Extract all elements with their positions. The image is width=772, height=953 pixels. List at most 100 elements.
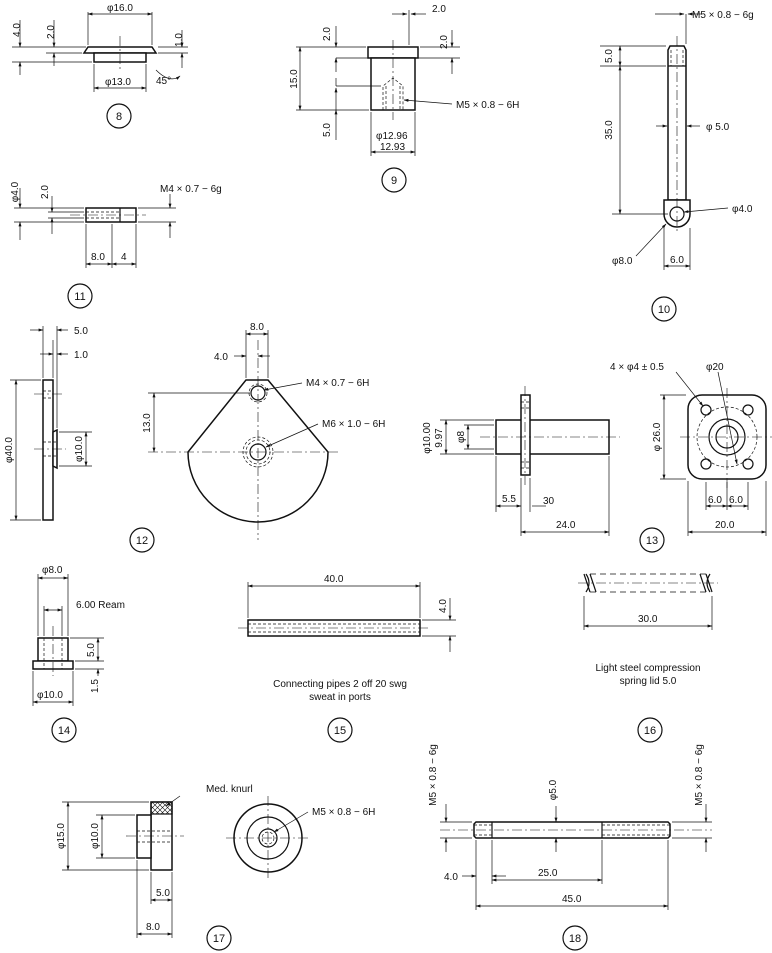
part-9: 2.0 15.0 2.0 5.0 2.0 M5 × 0.8 − 6H φ12.9…: [289, 4, 519, 193]
part-15-number: 15: [334, 725, 346, 737]
part-12-dia40: φ40.0: [4, 437, 15, 463]
part-17-dia10: φ10.0: [90, 823, 101, 849]
part-17-boss: [136, 814, 152, 859]
part-14-number: 14: [58, 725, 70, 737]
part-8-dia13: φ13.0: [105, 77, 131, 88]
part-17: Med. knurl φ15.0 φ10.0 5.0 8.0 M5 × 0.8 …: [56, 784, 375, 951]
part-18-dia5: φ5.0: [548, 779, 559, 800]
part-17-callout-circle: [206, 925, 232, 951]
part-14-dia10: φ10.0: [37, 690, 63, 701]
part-8-dia16: φ16.0: [107, 3, 133, 14]
part-9-dia1293: 12.93: [380, 142, 405, 153]
part-12-side-plate: [42, 379, 54, 521]
part-9-thread: M5 × 0.8 − 6H: [456, 100, 519, 111]
part-9-dia1296: φ12.96: [376, 131, 408, 142]
part-12-w8: 8.0: [250, 322, 264, 333]
part-15-note-line1: Connecting pipes 2 off 20 swg: [273, 679, 407, 690]
part-8: φ16.0 φ13.0 4.0 2.0 1.0 45° 8: [12, 3, 188, 129]
part-9-h15: 15.0: [289, 69, 300, 89]
part-8-callout-circle: [106, 103, 132, 129]
part-12-w5: 5.0: [74, 326, 88, 337]
part-17-dia15: φ15.0: [56, 823, 67, 849]
part-16-coil-left: [583, 573, 597, 593]
part-14-callout-circle: [51, 717, 77, 743]
part-10-eye: [663, 199, 691, 228]
part-18-l45: 45.0: [562, 894, 582, 905]
part-17-knurl-label: Med. knurl: [206, 784, 253, 795]
part-13-holes: 4 × φ4 ± 0.5: [610, 362, 664, 373]
part-13-w6b: 6.0: [729, 495, 743, 506]
part-16-l30: 30.0: [638, 614, 658, 625]
part-10-l35: 35.0: [604, 120, 615, 140]
part-13-dia26: φ 26.0: [652, 422, 663, 451]
part-14-h5: 5.0: [86, 643, 97, 657]
part-9-w2: 2.0: [432, 4, 446, 15]
part-8-h1: 1.0: [174, 33, 185, 47]
part-10: M5 × 0.8 − 6g 5.0 35.0 φ 5.0 φ4.0 φ8.0 6…: [600, 10, 754, 322]
part-11-callout-circle: [67, 283, 93, 309]
part-14-dia8: φ8.0: [42, 565, 63, 576]
part-9-h2-right: 2.0: [439, 35, 450, 49]
part-16-note-line2: spring lid 5.0: [620, 676, 677, 687]
part-11-h2: 2.0: [40, 185, 51, 199]
part-8-number: 8: [116, 111, 122, 123]
part-13: φ10.00 9.97 φ8 5.5 30 24.0 φ 26.0 4 × φ4…: [422, 362, 772, 553]
part-18-callout-circle: [562, 925, 588, 951]
part-10-thread: M5 × 0.8 − 6g: [692, 10, 754, 21]
part-16-note-line1: Light steel compression: [595, 663, 700, 674]
part-8-h4: 4.0: [12, 23, 23, 37]
part-12-w1: 1.0: [74, 350, 88, 361]
part-14-ream: 6.00 Ream: [76, 600, 125, 611]
part-11: φ4.0 2.0 M4 × 0.7 − 6g 8.0 4 11: [10, 181, 222, 309]
part-11-l4: 4: [121, 252, 127, 263]
part-13-l55: 5.5: [502, 494, 516, 505]
part-13-dia10: φ10.00: [422, 422, 433, 454]
part-13-flange: [520, 394, 531, 476]
part-13-w6a: 6.0: [708, 495, 722, 506]
part-13-dia997: 9.97: [434, 428, 445, 448]
part-10-l5: 5.0: [604, 49, 615, 63]
part-17-w5: 5.0: [156, 888, 170, 899]
part-10-dia4: φ4.0: [732, 204, 753, 215]
part-17-w8: 8.0: [146, 922, 160, 933]
part-9-h5: 5.0: [322, 123, 333, 137]
part-13-l30: 30: [543, 496, 555, 507]
part-10-callout-circle: [651, 296, 677, 322]
part-12-callout-circle: [129, 527, 155, 553]
part-13-dia20: φ20: [706, 362, 724, 373]
part-13-l24: 24.0: [556, 520, 576, 531]
part-16-callout-circle: [637, 717, 663, 743]
part-17-thread: M5 × 0.8 − 6H: [312, 807, 375, 818]
part-10-w6: 6.0: [670, 255, 684, 266]
part-14-h15: 1.5: [90, 679, 101, 693]
part-10-number: 10: [658, 304, 670, 316]
part-17-number: 17: [213, 933, 225, 945]
part-15: 40.0 4.0 Connecting pipes 2 off 20 swg s…: [238, 574, 456, 743]
part-15-note-line2: sweat in ports: [309, 692, 371, 703]
part-8-chamfer: 45°: [156, 76, 171, 87]
part-11-thread: M4 × 0.7 − 6g: [160, 184, 222, 195]
part-15-d4: 4.0: [438, 599, 449, 613]
part-11-number: 11: [74, 291, 85, 303]
part-8-h2: 2.0: [46, 25, 57, 39]
part-12-thread-b: M6 × 1.0 − 6H: [322, 419, 385, 430]
part-12-h13: 13.0: [142, 413, 153, 433]
part-14: φ8.0 6.00 Ream 5.0 1.5 φ10.0 14: [32, 565, 125, 743]
part-13-callout-circle: [639, 527, 665, 553]
part-9-callout-circle: [381, 167, 407, 193]
part-10-dia5: φ 5.0: [706, 122, 730, 133]
part-13-dia8: φ8: [456, 431, 467, 443]
part-18-l25: 25.0: [538, 868, 558, 879]
part-15-l40: 40.0: [324, 574, 344, 585]
part-11-l8: 8.0: [91, 252, 105, 263]
part-12-thread-a: M4 × 0.7 − 6H: [306, 378, 369, 389]
part-18-thread-left: M5 × 0.8 − 6g: [428, 744, 439, 806]
part-11-dia4: φ4.0: [10, 181, 21, 202]
part-12: 5.0 1.0 φ40.0 φ10.0 8.0 4.0 13.0 M4 × 0.…: [4, 322, 385, 553]
part-12-dia10: φ10.0: [74, 436, 85, 462]
part-18-l4: 4.0: [444, 872, 458, 883]
part-18-thread-right: M5 × 0.8 − 6g: [694, 744, 705, 806]
part-13-number: 13: [646, 535, 658, 547]
part-16-coil-right: [699, 573, 713, 593]
